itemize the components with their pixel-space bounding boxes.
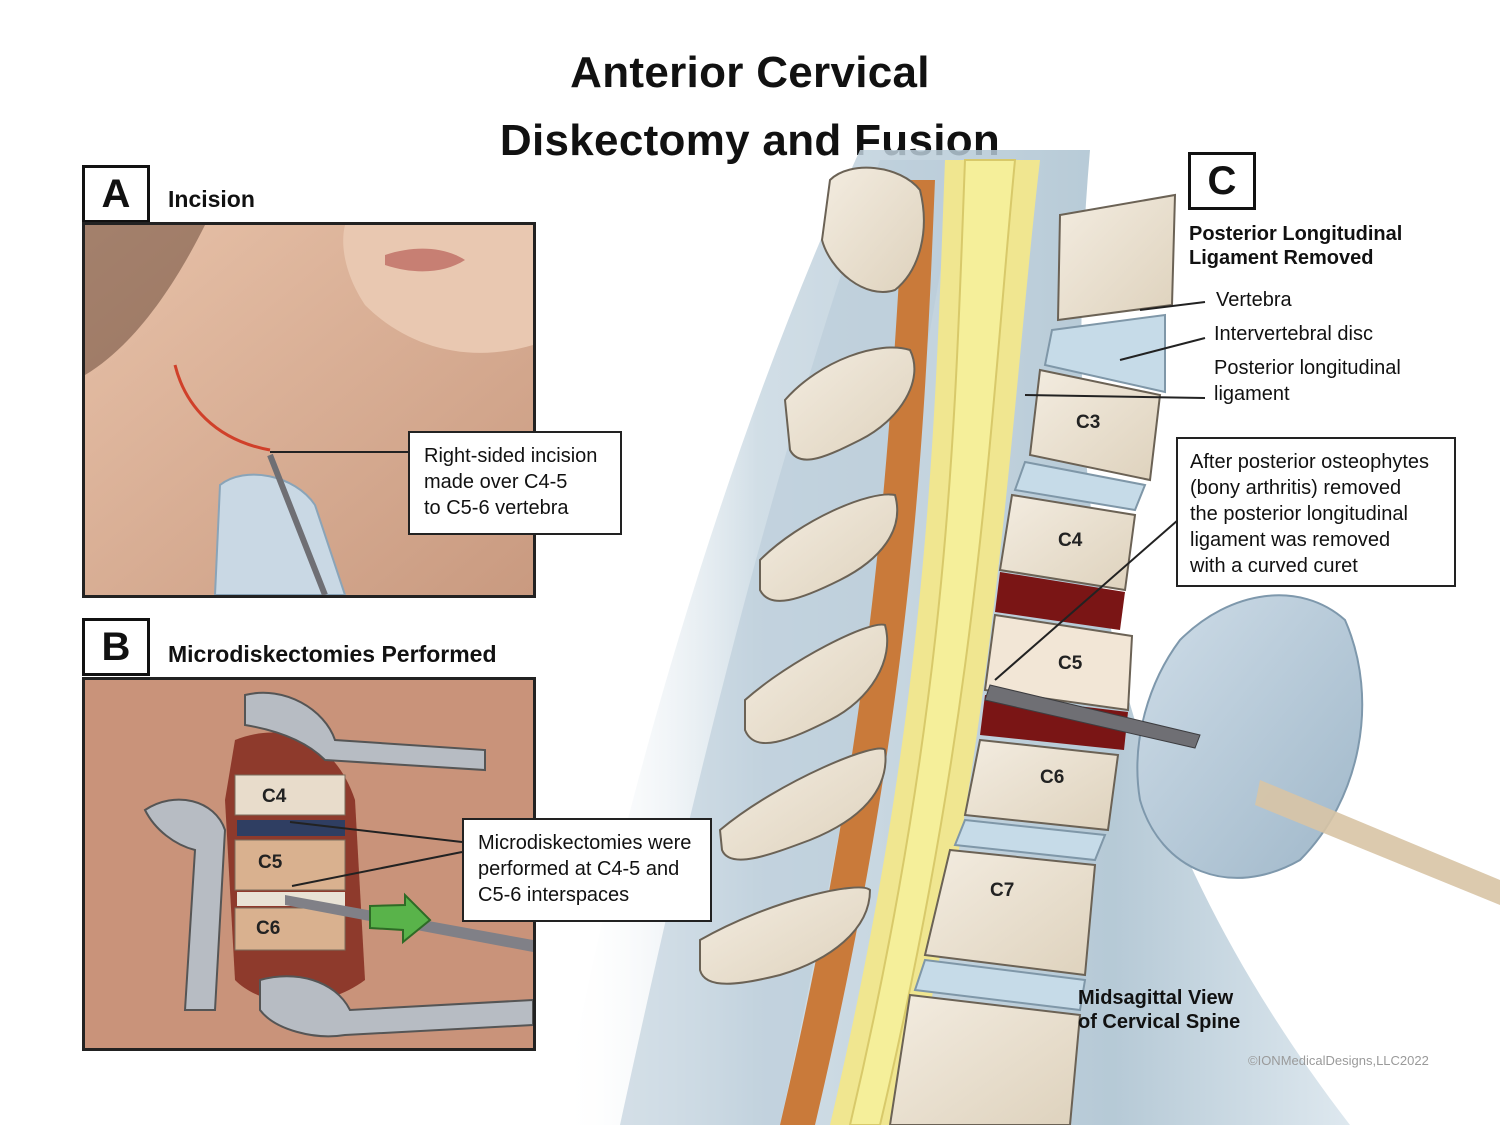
- panel-a-letter: A: [82, 165, 150, 223]
- panel-c-callout-line: with a curved curet: [1190, 555, 1358, 577]
- vertebra-c5-label: C5: [1058, 653, 1083, 674]
- panel-a-callout-line: made over C4-5: [424, 471, 568, 493]
- title-line-1: Anterior Cervical: [570, 48, 930, 97]
- panel-c-caption-line: Midsagittal View: [1078, 987, 1234, 1009]
- panel-b-letter: B: [82, 618, 150, 676]
- copyright-notice: ©IONMedicalDesigns,LLC2022: [1248, 1053, 1429, 1068]
- panel-b-callout-line: performed at C4-5 and: [478, 858, 680, 880]
- panel-b-vertebra-label: C5: [258, 852, 283, 873]
- panel-c-callout: After posterior osteophytes (bony arthri…: [1176, 437, 1456, 587]
- panel-c-heading-line: Posterior Longitudinal: [1189, 223, 1403, 245]
- panel-b-callout-line: Microdiskectomies were: [478, 832, 692, 854]
- panel-c-caption: Midsagittal View of Cervical Spine: [1078, 986, 1240, 1034]
- vertebra-c7-label: C7: [990, 880, 1015, 901]
- posterior-ligament-label-line: Posterior longitudinal: [1214, 357, 1401, 379]
- posterior-ligament-label-line: ligament: [1214, 383, 1290, 405]
- panel-a-illustration: [82, 222, 536, 598]
- vertebra-c4-label: C4: [1058, 530, 1083, 551]
- panel-b-vertebra-label: C4: [262, 786, 287, 807]
- intervertebral-disc-label: Intervertebral disc: [1214, 323, 1373, 345]
- panel-b-heading: Microdiskectomies Performed: [168, 641, 497, 667]
- panel-c-callout-line: After posterior osteophytes: [1190, 451, 1430, 473]
- vertebra-c6-label: C6: [1040, 767, 1065, 788]
- panel-c-heading-line: Ligament Removed: [1189, 247, 1374, 269]
- vertebra-c3-label: C3: [1076, 412, 1101, 433]
- panel-c-callout-line: (bony arthritis) removed: [1190, 477, 1402, 499]
- panel-c-callout-line: ligament was removed: [1190, 529, 1391, 551]
- panel-b-callout-line: C5-6 interspaces: [478, 884, 630, 906]
- panel-c-heading: Posterior Longitudinal Ligament Removed: [1189, 222, 1402, 270]
- panel-a-callout-line: to C5-6 vertebra: [424, 497, 569, 519]
- panel-a-heading: Incision: [168, 186, 255, 212]
- panel-a-callout-line: Right-sided incision: [424, 445, 598, 467]
- panel-b-callout: Microdiskectomies were performed at C4-5…: [462, 818, 712, 922]
- vertebra-label: Vertebra: [1216, 289, 1292, 311]
- posterior-ligament-label: Posterior longitudinal ligament: [1214, 355, 1401, 407]
- panel-c-letter: C: [1188, 152, 1256, 210]
- panel-c-callout-line: the posterior longitudinal: [1190, 503, 1408, 525]
- panel-a-callout: Right-sided incision made over C4-5 to C…: [408, 431, 622, 535]
- panel-b-vertebra-label: C6: [256, 918, 281, 939]
- panel-c-caption-line: of Cervical Spine: [1078, 1011, 1241, 1033]
